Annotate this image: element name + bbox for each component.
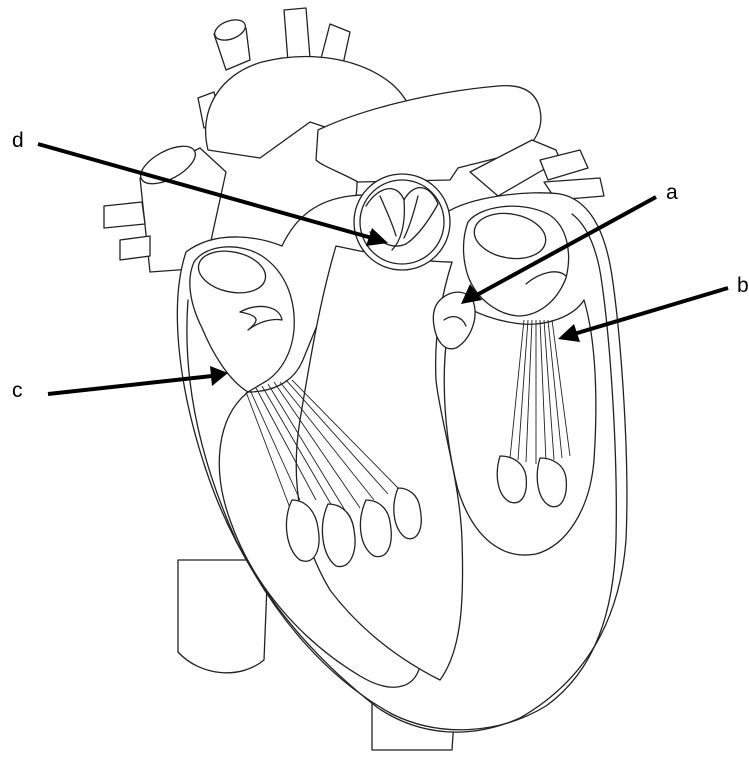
label-b: b bbox=[737, 275, 749, 296]
label-a: a bbox=[666, 182, 678, 203]
inferior-vena-cava bbox=[178, 560, 268, 673]
aortic-valve bbox=[354, 174, 450, 270]
label-d: d bbox=[12, 130, 24, 151]
label-c: c bbox=[12, 380, 23, 401]
